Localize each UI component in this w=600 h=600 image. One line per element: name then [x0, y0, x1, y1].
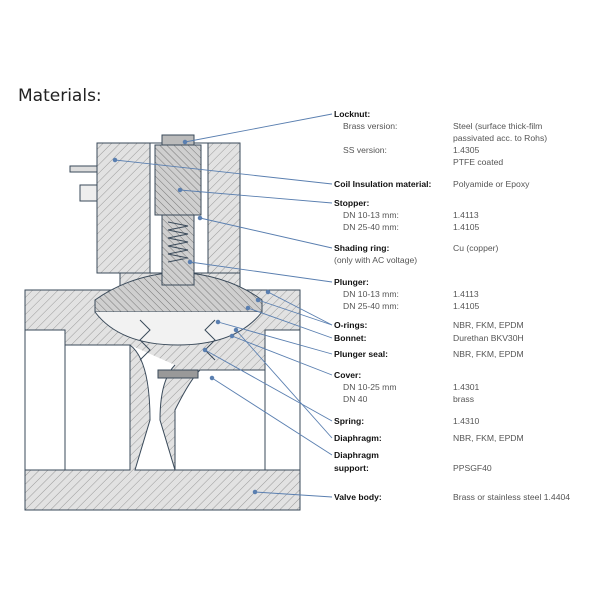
plunger-r1-label: DN 10-13 mm: [343, 289, 399, 299]
cover-title: Cover: [334, 370, 362, 380]
diaphragm-value: NBR, FKM, EPDM [453, 433, 524, 443]
armature [139, 134, 216, 379]
bonnet-leader-dot [245, 305, 251, 311]
shading-ring-value: Cu (copper) [453, 243, 499, 253]
valve-body-title: Valve body: [334, 492, 382, 502]
locknut-leader-line [184, 113, 333, 143]
diaphragm-title: Diaphragm: [334, 433, 382, 443]
locknut-ss-value-2: PTFE coated [453, 157, 504, 167]
diaphragm-support-value: PPSGF40 [453, 463, 492, 473]
plunger-r2-label: DN 25-40 mm: [343, 301, 399, 311]
plunger-seal-leader-dot [215, 319, 221, 325]
shading-ring-leader-line [199, 217, 333, 249]
plunger-title: Plunger: [334, 277, 369, 287]
shading-ring-note: (only with AC voltage) [334, 255, 418, 265]
locknut-title: Locknut: [334, 109, 371, 119]
plunger-seal-leader-line [217, 321, 333, 355]
stopper-r1-label: DN 10-13 mm: [343, 210, 399, 220]
stopper-r2-value: 1.4105 [453, 222, 480, 232]
diaphragm-leader-line [235, 329, 333, 439]
plunger-leader-dot [187, 259, 193, 265]
spring-value: 1.4310 [453, 416, 480, 426]
shading-ring-leader-dot [197, 215, 203, 221]
coil-leader-dot [112, 157, 118, 163]
plunger-seal-value: NBR, FKM, EPDM [453, 349, 524, 359]
coil-leader-line [114, 159, 333, 185]
locknut-ss-label: SS version: [343, 145, 387, 155]
cover-leader-dot [229, 333, 235, 339]
bonnet-value: Durethan BKV30H [453, 333, 524, 343]
diaphragm-support-title-1: Diaphragm [334, 450, 379, 460]
spring-leader-dot [202, 347, 208, 353]
o-rings-value: NBR, FKM, EPDM [453, 320, 524, 330]
o-rings-title: O-rings: [334, 320, 368, 330]
spring-title: Spring: [334, 416, 365, 426]
locknut-leader-dot [182, 139, 188, 145]
o-rings-leader-dot [265, 289, 271, 295]
stopper-title: Stopper: [334, 198, 370, 208]
bonnet-leader-line [247, 307, 333, 339]
cover-r2-label: DN 40 [343, 394, 368, 404]
stopper-r1-value: 1.4113 [453, 210, 479, 220]
cover-leader-line [231, 335, 333, 376]
shading-ring-title: Shading ring: [334, 243, 390, 253]
o-rings-2-leader-line [257, 299, 333, 326]
cover-r1-label: DN 10-25 mm [343, 382, 397, 392]
diaphragm-leader-dot [233, 327, 239, 333]
plunger-r1-value: 1.4113 [453, 289, 479, 299]
cover-r1-value: 1.4301 [453, 382, 480, 392]
valve-body-value: Brass or stainless steel 1.4404 [453, 492, 571, 502]
o-rings-leader-line [267, 291, 333, 326]
spring-leader-line [204, 349, 333, 422]
locknut-brass-value-2: passivated acc. to Rohs) [453, 133, 548, 143]
stopper-r2-label: DN 25-40 mm: [343, 222, 399, 232]
locknut-brass-value-1: Steel (surface thick-film [453, 121, 543, 131]
valve-body-leader-line [254, 491, 333, 498]
locknut-ss-value-1: 1.4305 [453, 145, 480, 155]
coil-value: Polyamide or Epoxy [453, 179, 530, 189]
cover-r2-value: brass [453, 394, 475, 404]
page-title: Materials: [18, 86, 102, 106]
diaphragm-support-leader-dot [209, 375, 215, 381]
valve-body-leader-dot [252, 489, 258, 495]
stopper-leader-dot [177, 187, 183, 193]
plunger-seal-title: Plunger seal: [334, 349, 388, 359]
stopper-leader-line [179, 189, 333, 204]
o-rings-2-leader-dot [255, 297, 261, 303]
plunger-leader-line [189, 261, 333, 283]
plunger-r2-value: 1.4105 [453, 301, 480, 311]
diaphragm-support-title-2: support: [334, 463, 369, 473]
bonnet-title: Bonnet: [334, 333, 367, 343]
coil-title: Coil Insulation material: [334, 179, 432, 189]
diaphragm-support-leader-line [211, 377, 333, 456]
locknut-brass-label: Brass version: [343, 121, 398, 131]
